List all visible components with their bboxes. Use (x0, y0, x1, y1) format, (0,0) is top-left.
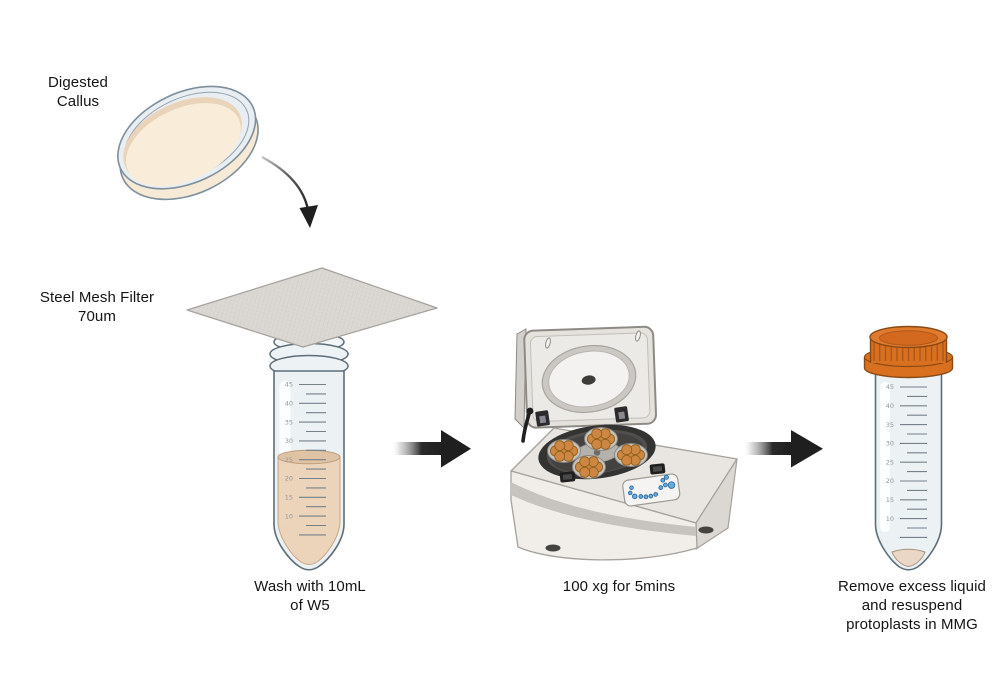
deck-button (649, 463, 666, 475)
mesh-filter (186, 267, 438, 348)
arrow-right-icon (743, 430, 823, 468)
svg-text:20: 20 (886, 477, 894, 485)
svg-text:35: 35 (285, 418, 293, 426)
svg-text:30: 30 (285, 437, 293, 445)
centrifuge (510, 325, 738, 561)
agar-medium (126, 103, 241, 187)
lid-latch (614, 406, 629, 423)
tube-highlight (880, 382, 890, 532)
svg-text:45: 45 (886, 383, 894, 391)
deck-button (559, 471, 576, 483)
label-centrifuge-speed: 100 xg for 5mins (562, 578, 676, 595)
svg-text:25: 25 (285, 456, 293, 464)
arrow-right-icon (391, 430, 471, 468)
pour-arrow-icon (261, 155, 318, 228)
rotor-buckets (547, 427, 648, 479)
svg-text:15: 15 (886, 496, 894, 504)
protoplast-pellet (891, 548, 926, 568)
svg-text:25: 25 (886, 458, 894, 466)
svg-text:40: 40 (285, 400, 293, 408)
panel-buttons (627, 474, 676, 500)
tube-graduations: 45 40 35 30 25 20 15 10 (285, 381, 326, 536)
tube-graduations: 45 40 35 30 25 20 15 10 (886, 383, 927, 538)
svg-text:10: 10 (886, 515, 894, 523)
svg-text:15: 15 (285, 494, 293, 502)
lid-window (541, 344, 637, 414)
liquid (277, 456, 341, 565)
lid-latch (535, 410, 550, 427)
tube-cap (863, 325, 954, 379)
label-steel-mesh-filter: Steel Mesh Filter 70um (39, 289, 155, 325)
label-resuspend-mmg: Remove excess liquid and resuspend proto… (838, 578, 986, 633)
svg-text:30: 30 (886, 440, 894, 448)
body-accent-band (511, 482, 696, 536)
svg-text:40: 40 (886, 402, 894, 410)
svg-text:20: 20 (285, 475, 293, 483)
tube-body (874, 370, 943, 571)
petri-dish (117, 85, 259, 201)
centrifuge-lid (514, 325, 657, 430)
svg-text:10: 10 (285, 512, 293, 520)
label-wash-w5: Wash with 10mL of W5 (254, 578, 366, 614)
conical-tube-capped: 45 40 35 30 25 20 15 10 (863, 325, 954, 571)
svg-text:45: 45 (285, 381, 293, 389)
svg-text:35: 35 (886, 421, 894, 429)
release-lever (521, 407, 534, 443)
label-digested-callus: Digested Callus (47, 74, 108, 110)
centrifuge-foot (698, 526, 714, 534)
centrifuge-foot (545, 544, 561, 552)
conical-tube-open: 45 40 35 30 25 20 15 10 (269, 332, 349, 571)
control-panel (622, 473, 681, 507)
